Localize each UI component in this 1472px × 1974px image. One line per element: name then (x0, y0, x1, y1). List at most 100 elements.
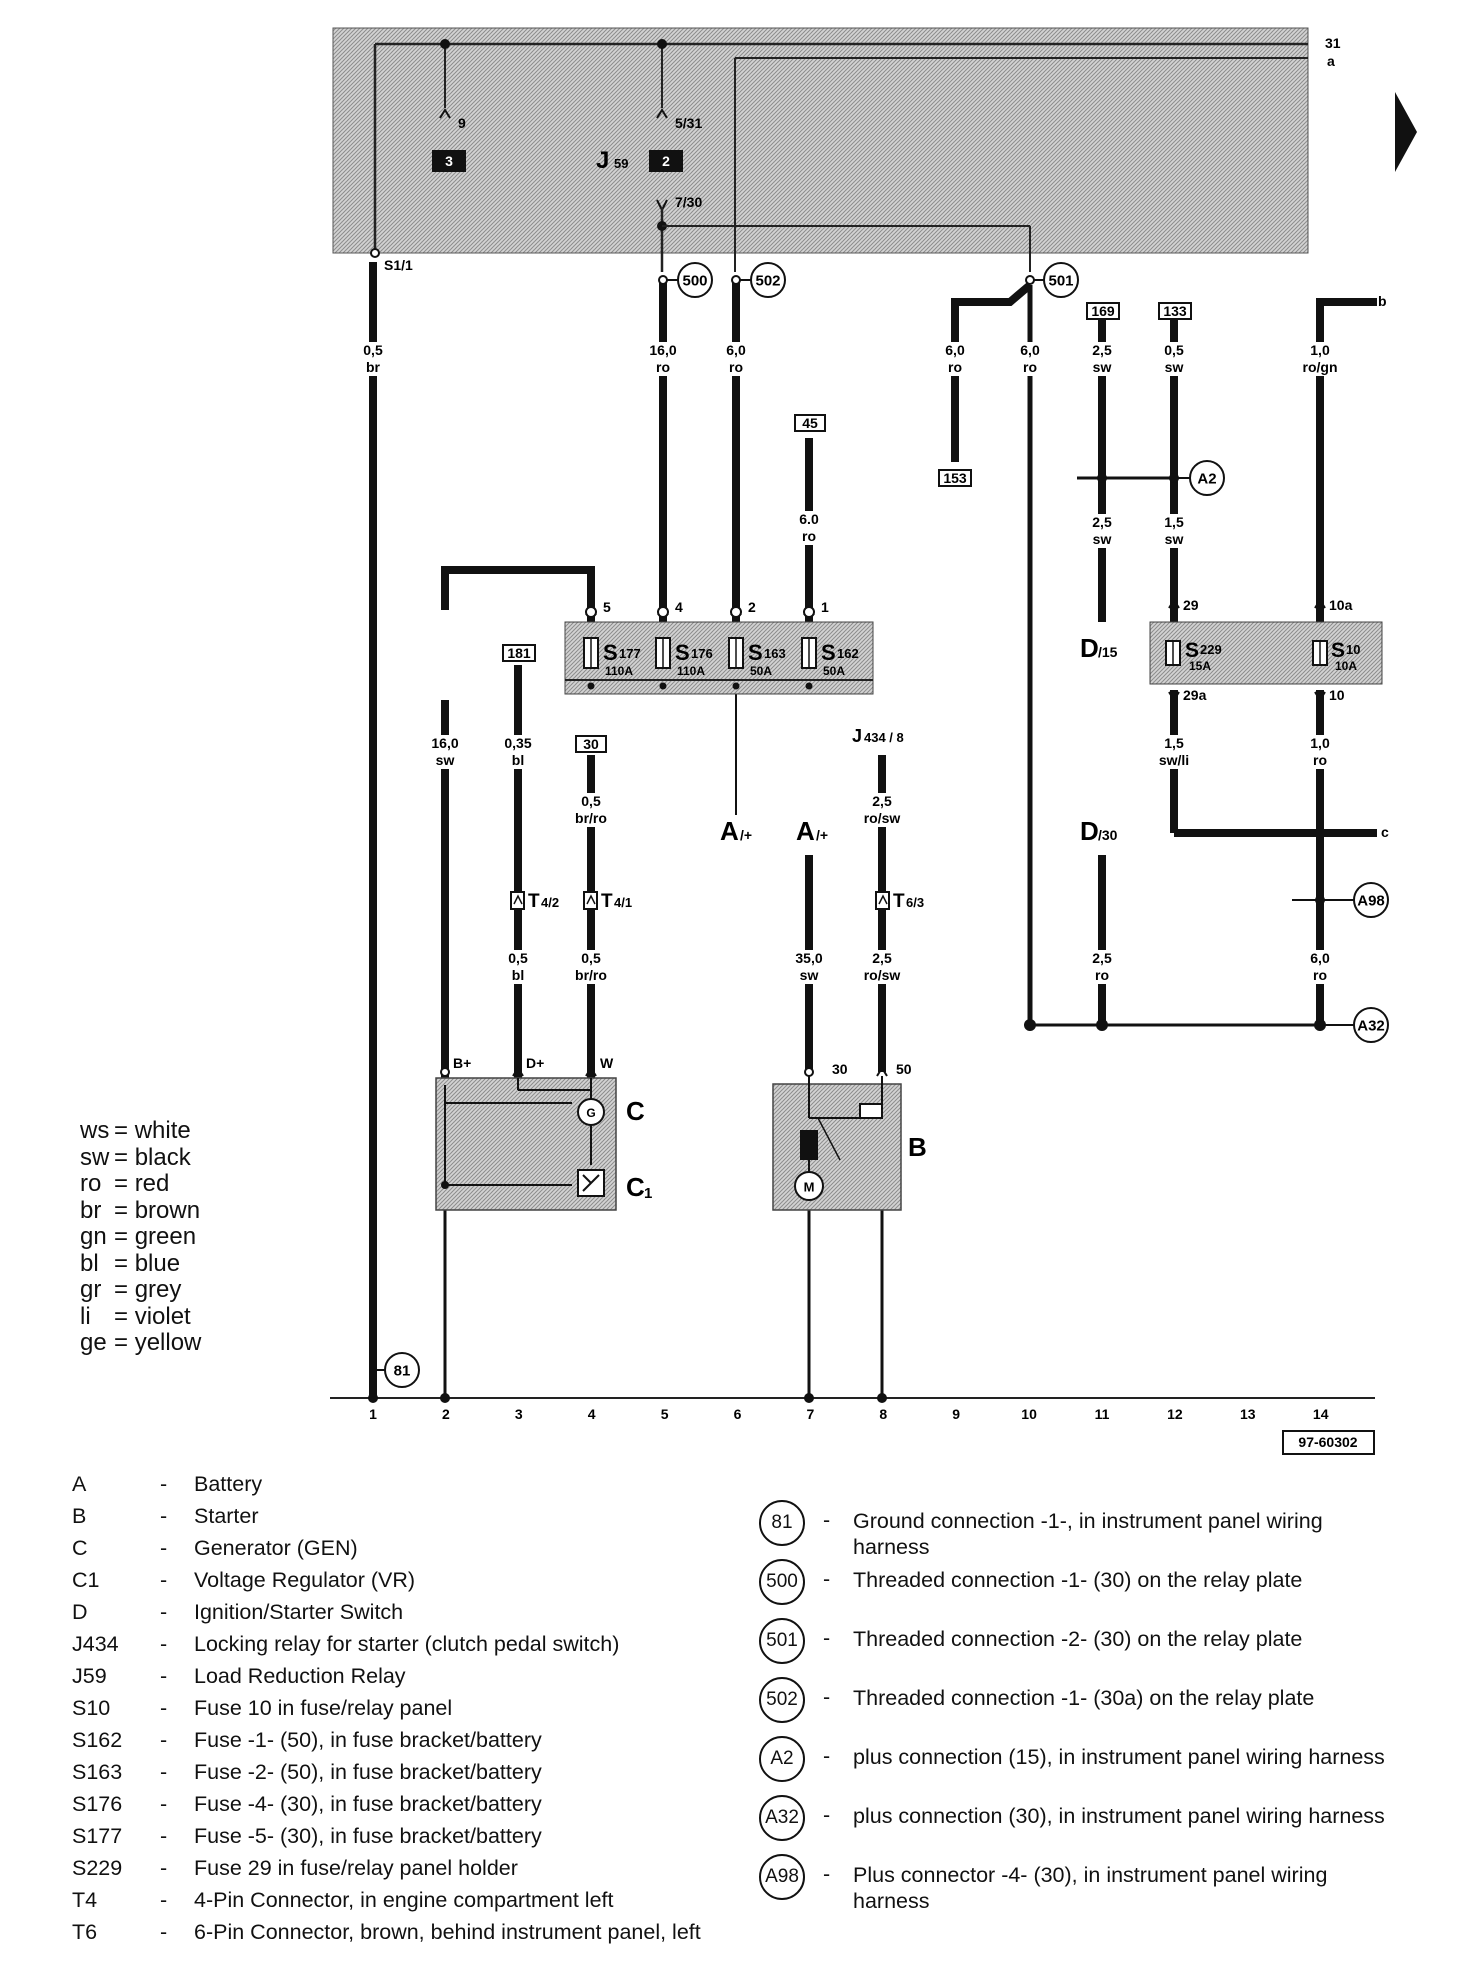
top-right-a: a (1327, 53, 1335, 69)
legend-code: C (72, 1536, 88, 1560)
fuse-s229-name: S (1185, 639, 1199, 662)
generator (435, 1077, 617, 1211)
wire-color-label: sw (436, 752, 455, 768)
color-name: yellow (134, 1329, 202, 1356)
legend-dash: - (823, 1744, 831, 1768)
legend-desc: Fuse -4- (30), in fuse bracket/battery (194, 1792, 542, 1816)
connection-legend-row: A2-plus connection (15), in instrument p… (755, 1736, 1395, 1795)
connection-symbol-label: 502 (759, 1677, 805, 1723)
wire-size-label: 1,5 (1164, 514, 1184, 530)
page-continue-arrow-icon (1395, 92, 1417, 172)
fuse-left-name: S (748, 640, 763, 665)
legend-row: T4-4-Pin Connector, in engine compartmen… (72, 1888, 712, 1920)
connection-desc: plus connection (30), in instrument pane… (853, 1804, 1385, 1828)
legend-row: A-Battery (72, 1472, 712, 1504)
legend-code: A (72, 1472, 87, 1496)
ground-bus-number: 1 (369, 1406, 377, 1422)
wire-size-label: 6.0 (799, 511, 819, 527)
legend-row: C-Generator (GEN) (72, 1536, 712, 1568)
connection-symbol: 500 (755, 1559, 817, 1607)
legend-desc: 6-Pin Connector, brown, behind instrumen… (194, 1920, 701, 1944)
circle-81: 81 (394, 1363, 411, 1380)
connection-symbol-label: A2 (759, 1736, 805, 1782)
legend-dash: - (160, 1856, 168, 1880)
wire-color-label: sw (1093, 531, 1112, 547)
connector-t6-3: T (893, 891, 905, 912)
legend-row: D-Ignition/Starter Switch (72, 1600, 712, 1632)
wire-color-label: ro (1313, 752, 1327, 768)
fuse-left-pin: 1 (821, 599, 829, 615)
legend-dash: - (160, 1600, 168, 1624)
color-key-row: ws= white (80, 1117, 191, 1144)
wire-color-label: ro (656, 359, 670, 375)
fuse-s229-sub: 229 (1200, 642, 1222, 657)
legend-code: J59 (72, 1664, 107, 1688)
color-key-row: gr= grey (80, 1276, 182, 1303)
legend-desc: Ignition/Starter Switch (194, 1600, 404, 1624)
legend-dash: - (160, 1568, 168, 1592)
wire-size-label: 1,0 (1310, 735, 1330, 751)
color-code: gn (80, 1223, 107, 1250)
wire-size-label: 0,5 (1164, 342, 1184, 358)
color-name: blue (134, 1249, 181, 1277)
legend-connections: 81-Ground connection -1-, in instrument … (755, 1500, 1395, 1913)
fuse-s10-name: S (1331, 639, 1345, 662)
wire-color-label: br/ro (575, 967, 607, 983)
legend-dash: - (823, 1567, 831, 1591)
fuse-left-rating: 110A (605, 664, 633, 678)
wire-size-label: 6,0 (1310, 950, 1330, 966)
connection-symbol-label: 81 (759, 1500, 805, 1546)
terminal-d15-sub: /15 (1098, 644, 1118, 660)
legend-desc: Voltage Regulator (VR) (194, 1568, 416, 1592)
legend-dash: - (160, 1632, 168, 1656)
gen-pin-w: W (600, 1055, 614, 1071)
legend-desc: Fuse -2- (50), in fuse bracket/battery (194, 1760, 542, 1784)
terminal-a-right-sub: /+ (816, 827, 828, 843)
color-name: grey (134, 1276, 182, 1303)
fuse-right-pin-10a: 10a (1329, 597, 1353, 613)
connection-desc: plus connection (15), in instrument pane… (853, 1745, 1385, 1769)
color-code: ro (80, 1170, 102, 1197)
wire-size-label: 2,5 (1092, 514, 1112, 530)
legend-dash: - (160, 1824, 168, 1848)
legend-desc: Fuse 10 in fuse/relay panel (194, 1696, 453, 1720)
color-name: brown (134, 1196, 201, 1224)
circle-a2: A2 (1197, 471, 1216, 488)
ground-bus-number: 8 (879, 1406, 887, 1422)
color-key-row: ge= yellow (80, 1329, 202, 1356)
color-key-row: gn= green (80, 1223, 197, 1250)
connection-legend-row: 81-Ground connection -1-, in instrument … (755, 1500, 1395, 1559)
color-code: sw (80, 1143, 110, 1171)
wire-size-label: 2,5 (1092, 342, 1112, 358)
box-153: 153 (943, 470, 967, 486)
wire-color-label: ro (1023, 359, 1037, 375)
wire-color-label: ro/sw (864, 810, 901, 826)
connection-desc: Ground connection -1-, in instrument pan… (853, 1509, 1323, 1559)
legend-dash: - (160, 1472, 168, 1496)
fuses-right (1165, 598, 1328, 702)
ground-bus-number: 13 (1240, 1406, 1256, 1422)
fuse-left-pin: 5 (603, 599, 611, 615)
terminal-d30: D (1080, 816, 1099, 846)
wire-color-label: sw (1093, 359, 1112, 375)
wire-size-label: 0,35 (504, 735, 531, 751)
terminal-a-left-sub: /+ (740, 827, 752, 843)
right-ref-b: b (1378, 293, 1387, 309)
legend-desc: Fuse -5- (30), in fuse bracket/battery (194, 1824, 542, 1848)
legend-code: S177 (72, 1824, 123, 1848)
color-code: li (80, 1302, 91, 1330)
ref-code-box (1282, 1430, 1375, 1455)
fuse-left-sub: 163 (764, 646, 786, 661)
box-181: 181 (507, 645, 531, 661)
legend-row: J434-Locking relay for starter (clutch p… (72, 1632, 712, 1664)
box-30: 30 (583, 736, 599, 752)
connection-symbol: A98 (755, 1854, 817, 1902)
connection-desc: Plus connector -4- (30), in instrument p… (853, 1863, 1328, 1913)
legend-dash: - (823, 1803, 831, 1827)
wire-color-label: sw (800, 967, 819, 983)
wire-color-label: br (366, 359, 381, 375)
relay-pin-box-2: 2 (662, 153, 670, 169)
ground-bus-number: 7 (807, 1406, 815, 1422)
fuse-holder-left (564, 621, 874, 695)
